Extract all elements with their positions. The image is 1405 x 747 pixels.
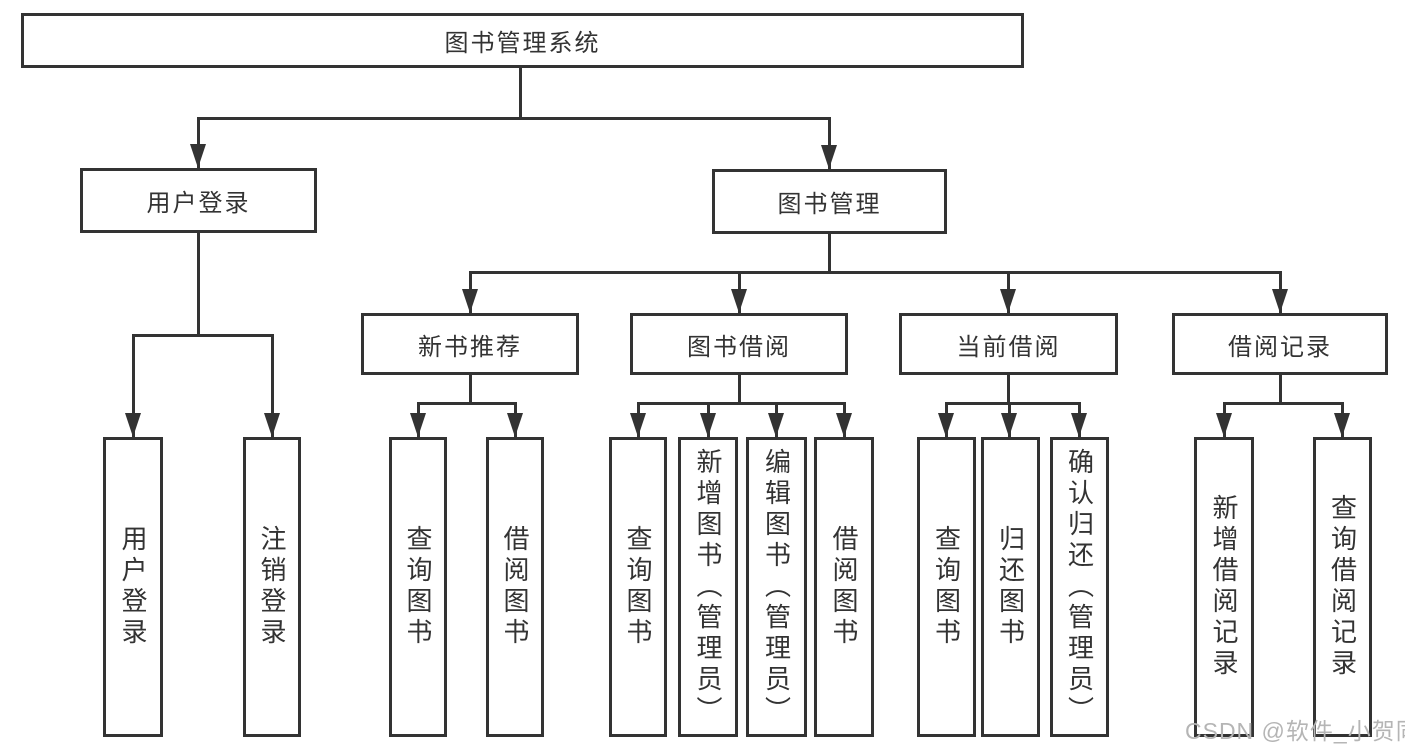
node-root: 图书管理系统 [21,13,1024,68]
connector-line [417,402,517,405]
node-leaf-confirm-return-admin-label: 确认归还（管理员） [1064,447,1095,727]
arrowhead-down [821,145,837,169]
connector-line [637,402,846,405]
node-leaf-edit-book-admin: 编辑图书（管理员） [746,437,807,737]
connector-line [197,117,831,120]
arrowhead-down [1071,413,1087,437]
node-leaf-query-books-current-label: 查询图书 [931,525,962,649]
node-leaf-borrow-books-recommend: 借阅图书 [486,437,544,737]
node-leaf-confirm-return-admin: 确认归还（管理员） [1050,437,1109,737]
connector-line [1279,375,1282,405]
node-leaf-query-books-recommend: 查询图书 [389,437,447,737]
arrowhead-down [1000,289,1016,313]
node-leaf-add-book-admin: 新增图书（管理员） [678,437,738,737]
connector-line [132,334,274,337]
arrowhead-down [1001,413,1017,437]
node-leaf-borrow-books-label: 借阅图书 [829,525,859,649]
node-borrowing-records-label: 借阅记录 [1228,333,1332,361]
node-leaf-query-borrow-record: 查询借阅记录 [1313,437,1372,737]
arrowhead-down [731,289,747,313]
connector-line [469,271,1282,274]
node-leaf-query-books-borrowing-label: 查询图书 [623,525,653,649]
connector-line [1007,375,1010,405]
csdn-watermark: CSDN @软件_小贺同学 [1185,718,1405,744]
node-leaf-user-login: 用户登录 [103,437,163,737]
connector-line [132,335,135,437]
arrowhead-down [700,413,716,437]
arrowhead-down [836,413,852,437]
connector-line [828,234,831,274]
node-leaf-query-borrow-record-label: 查询借阅记录 [1327,494,1358,680]
node-user-login: 用户登录 [80,168,317,233]
node-leaf-add-book-admin-label: 新增图书（管理员） [693,447,723,727]
connector-line [1223,402,1344,405]
connector-line [197,118,200,168]
node-book-management-label: 图书管理 [777,191,882,218]
connector-line [945,402,1081,405]
node-leaf-query-books-borrowing: 查询图书 [609,437,667,737]
node-book-borrowing-label: 图书借阅 [687,333,791,361]
connector-line [469,375,472,405]
connector-line [519,66,522,118]
node-leaf-query-books-recommend-label: 查询图书 [403,525,433,649]
node-user-login-label: 用户登录 [146,190,251,217]
node-leaf-return-book-label: 归还图书 [995,525,1026,649]
connector-line [828,118,831,169]
arrowhead-down [264,413,280,437]
node-leaf-add-borrow-record-label: 新增借阅记录 [1209,494,1239,680]
node-leaf-edit-book-admin-label: 编辑图书（管理员） [761,447,792,727]
node-root-label: 图书管理系统 [444,30,601,57]
node-book-management: 图书管理 [712,169,947,234]
node-current-borrowing-label: 当前借阅 [956,333,1061,361]
arrowhead-down [768,413,784,437]
arrowhead-down [190,144,206,168]
node-leaf-query-books-current: 查询图书 [917,437,976,737]
arrowhead-down [507,413,523,437]
connector-line [271,335,274,437]
node-leaf-logout: 注销登录 [243,437,301,737]
node-leaf-user-login-label: 用户登录 [118,525,148,649]
arrowhead-down [462,289,478,313]
arrowhead-down [938,413,954,437]
arrowhead-down [125,413,141,437]
node-current-borrowing: 当前借阅 [899,313,1118,375]
node-leaf-add-borrow-record: 新增借阅记录 [1194,437,1254,737]
connector-line [197,233,200,335]
node-book-borrowing: 图书借阅 [630,313,848,375]
node-leaf-borrow-books: 借阅图书 [814,437,874,737]
arrowhead-down [1272,289,1288,313]
arrowhead-down [1216,413,1232,437]
node-new-book-recommend: 新书推荐 [361,313,579,375]
node-leaf-return-book: 归还图书 [981,437,1040,737]
arrowhead-down [410,413,426,437]
arrowhead-down [630,413,646,437]
arrowhead-down [1334,413,1350,437]
node-leaf-logout-label: 注销登录 [257,525,287,649]
connector-line [738,375,741,405]
node-new-book-recommend-label: 新书推荐 [418,333,522,361]
node-borrowing-records: 借阅记录 [1172,313,1388,375]
node-leaf-borrow-books-recommend-label: 借阅图书 [500,525,530,649]
